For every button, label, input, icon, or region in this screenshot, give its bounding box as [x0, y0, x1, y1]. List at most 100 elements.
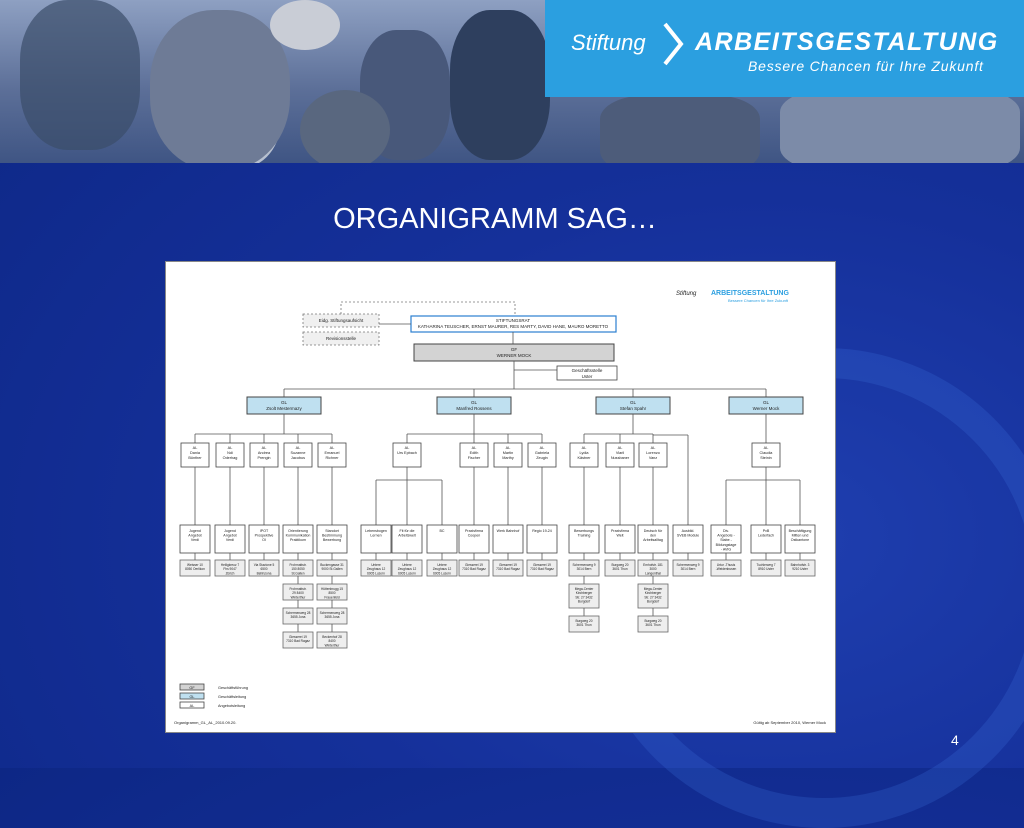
- location-box: [214, 559, 246, 577]
- gl-abbr: GL: [630, 400, 637, 405]
- unit-box: [672, 524, 704, 554]
- location-box: [672, 559, 704, 577]
- unit-box: [526, 524, 558, 554]
- unit-label: BC: [440, 529, 445, 533]
- location-box: [526, 559, 558, 577]
- page-number: 4: [951, 732, 959, 748]
- chevron-icon: [663, 22, 684, 66]
- footer-left: Organigramm_GL_AL_2010.09.20.: [174, 720, 236, 725]
- revision-label: Revisionsstelle: [326, 336, 357, 341]
- footer-right: Gültig ab September 2010, Werner Mock: [753, 720, 826, 725]
- al-box: [638, 442, 668, 468]
- al-box: [459, 442, 489, 468]
- small-logo-tagline: Bessere Chancen für Ihre Zukunft: [728, 298, 789, 303]
- unit-box: [248, 524, 280, 554]
- location-box: [710, 559, 742, 577]
- extra-location-box: [282, 631, 314, 649]
- location-box: [458, 559, 490, 577]
- unit-box: [750, 524, 782, 554]
- al-abbr: AL: [193, 446, 198, 450]
- location-box: [426, 559, 458, 577]
- gl-name: Stefan Spahr: [620, 406, 647, 411]
- al-box: [569, 442, 599, 468]
- logo-stiftung: Stiftung: [571, 30, 646, 55]
- small-logo-name: ARBEITSGESTALTUNG: [711, 290, 789, 297]
- al-abbr: AL: [764, 446, 769, 450]
- location-box: [784, 559, 816, 577]
- extra-location-box: [568, 583, 600, 609]
- al-box: [317, 442, 347, 468]
- extra-location-box: [637, 615, 669, 633]
- unit-box: [179, 524, 211, 554]
- al-box: [180, 442, 210, 468]
- location-label: Urtur -Thusis-Weidenbusen: [716, 563, 737, 571]
- al-abbr: AL: [651, 446, 656, 450]
- gl-name: Manfred Rossens: [456, 406, 492, 411]
- geschaeftsstelle-box: [556, 365, 618, 381]
- location-box: [391, 559, 423, 577]
- legend-label: Angebotsleitung: [218, 704, 245, 708]
- unit-box: [568, 524, 600, 554]
- legend-abbr: GL: [189, 695, 194, 699]
- legend-swatch: [179, 692, 205, 700]
- al-abbr: AL: [296, 446, 301, 450]
- al-name: Urs Epbach: [397, 451, 417, 455]
- unit-box: [360, 524, 392, 554]
- al-box: [751, 442, 781, 468]
- location-box: [360, 559, 392, 577]
- dashed-connector: [340, 301, 516, 316]
- stiftungsrat-members: KATHARINA TEUSCHER, ERNST MAURER, RES MA…: [418, 324, 609, 329]
- al-box: [493, 442, 523, 468]
- unit-box: [492, 524, 524, 554]
- extra-location-box: [568, 615, 600, 633]
- al-abbr: AL: [330, 446, 335, 450]
- al-abbr: AL: [405, 446, 410, 450]
- gl-abbr: GL: [763, 400, 770, 405]
- brand-logo: Stiftung ARBEITSGESTALTUNG Bessere Chanc…: [545, 0, 1024, 97]
- unit-box: [391, 524, 423, 554]
- al-abbr: AL: [472, 446, 477, 450]
- unit-label: Regio 19-24: [532, 529, 552, 533]
- location-box: [179, 559, 211, 577]
- unit-box: [426, 524, 458, 554]
- al-abbr: AL: [582, 446, 587, 450]
